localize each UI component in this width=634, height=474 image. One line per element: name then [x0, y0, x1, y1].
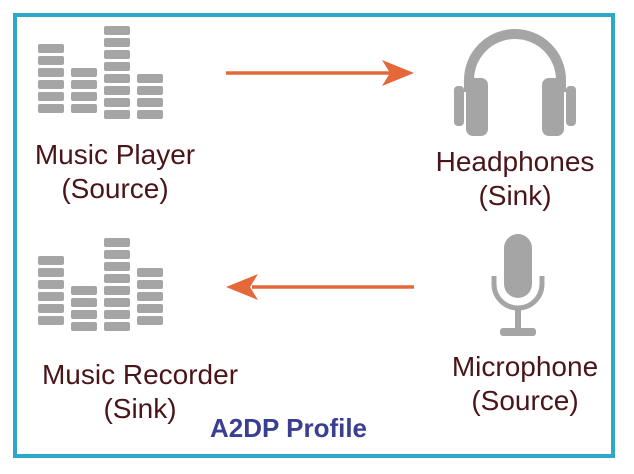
node-music-recorder: Music Recorder (Sink) — [20, 358, 260, 426]
equalizer-icon — [38, 26, 163, 119]
node-headphones-role: (Sink) — [478, 180, 552, 211]
node-music-player-name: Music Player — [34, 139, 196, 170]
node-headphones-name: Headphones — [435, 146, 595, 177]
node-microphone-name: Microphone — [451, 351, 599, 382]
node-microphone: Microphone (Source) — [415, 350, 634, 418]
node-music-recorder-role: (Sink) — [103, 393, 177, 424]
equalizer-icon — [38, 238, 163, 331]
node-music-player: Music Player (Source) — [20, 138, 210, 206]
node-microphone-role: (Source) — [471, 385, 579, 416]
microphone-icon — [491, 234, 545, 336]
headphones-icon — [454, 29, 576, 136]
arrow-player-to-headphones — [226, 60, 414, 86]
arrow-microphone-to-recorder — [226, 274, 414, 300]
node-music-recorder-name: Music Recorder — [41, 359, 239, 390]
node-music-player-role: (Source) — [61, 173, 169, 204]
diagram-caption: A2DP Profile — [210, 413, 368, 443]
node-headphones: Headphones (Sink) — [415, 145, 615, 213]
